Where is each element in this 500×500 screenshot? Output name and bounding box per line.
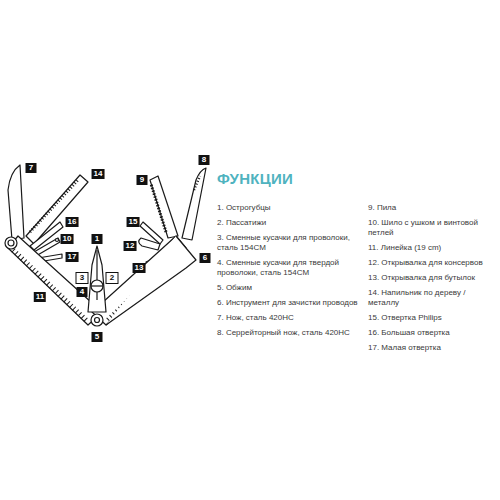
function-item: 4. Сменные кусачки для твердой проволоки…: [217, 258, 363, 278]
function-item: 6. Инструмент для зачистки проводов: [217, 298, 363, 308]
function-item: 8. Серрейторный нож, сталь 420HC: [217, 328, 363, 338]
function-item: 12. Открывалка для консервов: [368, 258, 495, 268]
callout-number: 5: [92, 332, 103, 342]
callout-number: 10: [61, 234, 74, 244]
function-column: 1. Острогубцы 2. Пассатижи 3. Сменные куса…: [217, 203, 363, 343]
function-item: 1. Острогубцы: [217, 203, 363, 213]
function-item: 13. Открывалка для бутылок: [368, 273, 495, 283]
callout-number: 17: [66, 252, 79, 262]
callout-number: 1: [92, 234, 103, 244]
callout-number: 14: [92, 169, 105, 179]
function-item: 2. Пассатижи: [217, 218, 363, 228]
callout-number: 9: [137, 175, 148, 185]
callout-number: 6: [200, 253, 211, 263]
function-item: 5. Обжим: [217, 283, 363, 293]
function-item: 7. Нож, сталь 420HC: [217, 313, 363, 323]
function-item: 15. Отвертка Philips: [368, 313, 495, 323]
function-item: 11. Линейка (19 cm): [368, 243, 495, 253]
callout-number: 13: [133, 263, 146, 273]
function-item: 10. Шило с ушком и винтовой петлей: [368, 218, 495, 238]
callout-number: 2: [106, 272, 119, 284]
function-item: 14. Напильник по дереву / металлу: [368, 288, 495, 308]
function-item: 17. Малая отвертка: [368, 343, 495, 353]
function-item: 9. Пила: [368, 203, 495, 213]
callout-number: 12: [124, 241, 137, 251]
callout-number: 11: [34, 292, 46, 302]
section-title: ФУНКЦИИ: [217, 170, 293, 187]
callout-number: 3: [76, 272, 89, 284]
callout-number: 8: [199, 155, 210, 165]
callout-number: 16: [66, 217, 79, 227]
callout-number: 15: [127, 217, 140, 227]
callout-number: 4: [77, 287, 88, 297]
callout-number: 7: [26, 163, 37, 173]
function-item: 16. Большая отвертка: [368, 328, 495, 338]
function-item: 3. Сменные кусачки для проволоки, сталь …: [217, 233, 363, 253]
function-column: 9. Пила 10. Шило с ушком и винтовой петле…: [368, 203, 495, 358]
